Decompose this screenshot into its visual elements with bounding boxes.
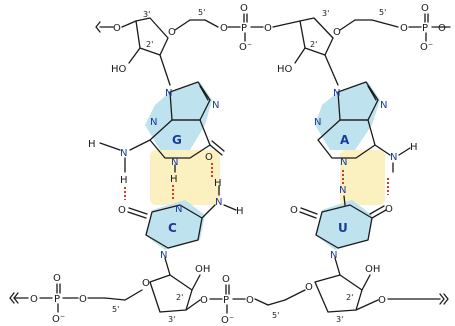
top-backbone: O 3' 2' HO O 5' O P O O⁻ O 3' 2' HO O 5' [95, 3, 451, 75]
top-phos1-o-minus: O⁻ [239, 42, 252, 53]
top-phos1-o-right: O [264, 23, 272, 34]
top-sugar2-3prime: 3' [322, 9, 329, 18]
cytosine-ring-fill [145, 200, 205, 250]
guanine-n1: N [171, 157, 178, 168]
cytosine: N N C O N H H [118, 178, 244, 261]
bottom-phos2-o-minus: O⁻ [221, 315, 234, 326]
bottom-sugar1-3prime: 3' [168, 315, 175, 324]
bottom-phos2-p: P [223, 295, 229, 306]
top-phos2-o-right: O [438, 23, 446, 34]
uracil-n3: N [339, 185, 346, 196]
guanine-n1-h: H [170, 174, 178, 185]
top-phos2-o-top: O [421, 3, 429, 14]
cytosine-n4-h2: H [214, 178, 222, 189]
adenine-ring-fill [315, 82, 380, 150]
uracil-ring-fill [315, 200, 372, 250]
bottom-phos1-o-left: O [30, 294, 38, 305]
bottom-phos1-o-right: O [79, 294, 87, 305]
top-phos2-p: P [422, 23, 428, 34]
adenine-n6-h1: H [410, 142, 418, 153]
uracil-letter: U [338, 221, 348, 235]
cytosine-n4: N [215, 197, 222, 208]
cytosine-letter: C [168, 221, 177, 235]
bottom-phos1-p: P [54, 294, 60, 305]
au-pair-highlight [340, 150, 385, 205]
guanine-n2: N [120, 148, 127, 159]
adenine-n9: N [333, 88, 340, 99]
top-left-o: O [113, 23, 121, 34]
bottom-sugar1-ring-o: O [142, 278, 150, 289]
uracil: N N U O O [290, 185, 393, 261]
adenine-n3: N [314, 117, 321, 128]
top-sugar2-ho: HO [277, 64, 293, 75]
adenine-n1: N [340, 157, 347, 168]
bottom-phos1-o-minus: O⁻ [52, 314, 65, 325]
bottom-phos2-o-right: O [246, 295, 254, 306]
top-sugar1-2prime: 2' [146, 40, 153, 49]
bottom-sugar1-oh: OH [195, 264, 210, 275]
top-phos1-o-left: O [220, 23, 228, 34]
guanine-ring-fill [145, 82, 212, 150]
bottom-sugar2-5prime: 5' [272, 311, 279, 320]
bottom-sugar2-3prime: 3' [336, 315, 343, 324]
guanine-n7: N [212, 100, 219, 111]
top-sugar2-5prime: 5' [379, 8, 386, 17]
top-phos2-o-left: O [400, 23, 408, 34]
bottom-phos2-o-top: O [222, 274, 230, 285]
gc-pair-highlight [150, 150, 220, 205]
bottom-backbone: O 2' 3' OH 5' O P O O⁻ O O P O O⁻ O [9, 264, 449, 326]
uracil-n1: N [330, 250, 337, 261]
top-sugar2-ring-o: O [333, 27, 341, 38]
guanine-o6: O [205, 152, 213, 163]
adenine-n6: N [390, 152, 397, 163]
guanine-n3: N [150, 117, 157, 128]
uracil-o4: O [385, 204, 393, 215]
top-phos2-o-minus: O⁻ [420, 42, 433, 53]
adenine-n7: N [380, 100, 387, 111]
cytosine-n1: N [160, 250, 167, 261]
bottom-sugar1-5prime: 5' [112, 305, 119, 314]
cytosine-n3: N [175, 204, 182, 215]
adenine: N N N N A N H [314, 81, 418, 173]
bottom-sugar2-ring-o: O [305, 282, 313, 293]
guanine: N N N N G O N H H H [88, 81, 225, 186]
guanine-n2-h1: H [88, 139, 96, 150]
bottom-sugar2-oh: OH [365, 264, 380, 275]
top-sugar1-3prime: 3' [143, 10, 150, 19]
top-sugar2-2prime: 2' [310, 40, 317, 49]
hydrogen-bonds [124, 163, 389, 200]
bottom-sugar2-2prime: 2' [346, 293, 353, 302]
bottom-sugar1-2prime: 2' [176, 293, 183, 302]
cytosine-n4-h: H [236, 206, 244, 217]
top-sugar1-ring-o: O [168, 27, 176, 38]
cytosine-o2: O [118, 205, 126, 216]
bottom-phos2-o-left: O [200, 295, 208, 306]
top-phos1-p: P [241, 23, 247, 34]
top-phos1-o-top: O [240, 3, 248, 14]
guanine-letter: G [172, 133, 182, 147]
adenine-letter: A [340, 133, 350, 147]
uracil-o2: O [290, 205, 298, 216]
bottom-sugar2-o3: O [378, 295, 386, 306]
guanine-n9: N [165, 88, 172, 99]
guanine-n2-h2: H [120, 175, 128, 186]
top-sugar1-ho: HO [111, 64, 127, 75]
top-sugar1-5prime: 5' [198, 8, 205, 17]
bottom-phos1-o-top: O [53, 273, 61, 284]
